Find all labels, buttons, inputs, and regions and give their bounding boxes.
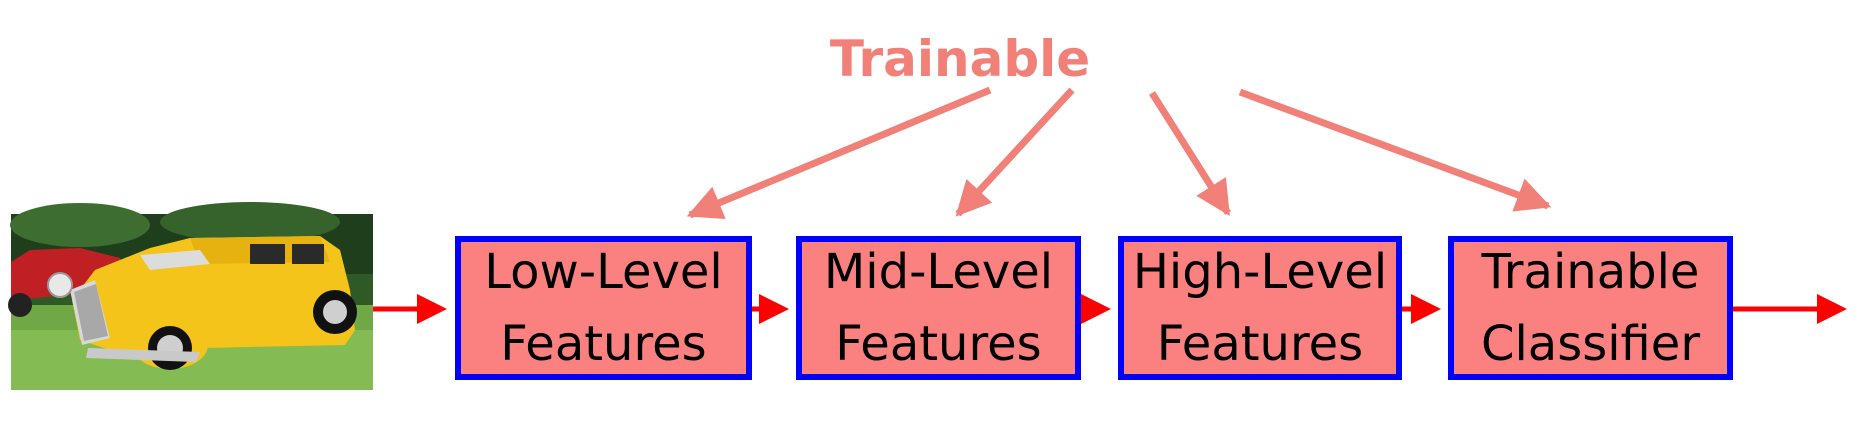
stage-box-fill-low [455, 236, 752, 380]
trainable-arrows [686, 86, 1552, 220]
stage-box-fill-mid [796, 236, 1081, 380]
stage-box-fill-high [1118, 236, 1402, 380]
stage-label-line2: Features [500, 316, 707, 372]
stage-box-fill-classifier [1448, 236, 1733, 380]
stage-label-line1: Mid-Level [823, 244, 1054, 300]
trainable-arrow-high [1149, 91, 1231, 216]
stage-label-line2: Features [835, 316, 1042, 372]
trainable-arrow-mid [955, 87, 1075, 217]
trainable-arrow-low [686, 86, 992, 220]
trainable-label: Trainable [829, 30, 1091, 88]
stage-mid-level-features: Mid-Level Features [796, 236, 1081, 380]
trainable-arrow-classifier [1238, 88, 1552, 212]
stage-label-line1: Low-Level [484, 244, 723, 300]
stage-label-line2: Features [1156, 316, 1364, 372]
stage-label-line1: Trainable [1481, 244, 1700, 300]
stage-label-line1: High-Level [1132, 244, 1388, 300]
input-car-photo [8, 202, 373, 390]
stage-low-level-features: Low-Level Features [455, 236, 752, 380]
stage-label-line2: Classifier [1480, 316, 1701, 372]
stage-high-level-features: High-Level Features [1118, 236, 1402, 380]
stage-trainable-classifier: Trainable Classifier [1448, 236, 1733, 380]
